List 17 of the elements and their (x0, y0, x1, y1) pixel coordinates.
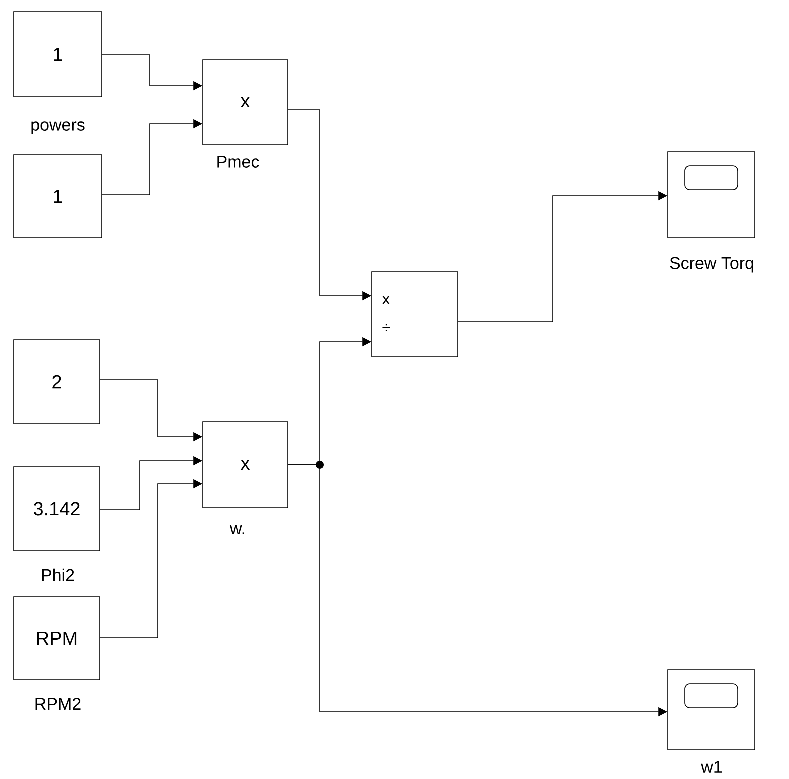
product-block: x (202, 60, 288, 146)
block-label: RPM2 (36, 698, 81, 710)
block-label: Pmec (218, 156, 260, 168)
block-label: Screw Torq (670, 257, 754, 273)
product-block: x (202, 422, 288, 508)
block-label: powers (32, 122, 85, 134)
constant-block: 1 (14, 154, 102, 238)
block-label: w1 (701, 761, 722, 773)
constant-block: 2 (14, 340, 100, 424)
scope-block (668, 152, 756, 238)
constant-block: 1 (14, 12, 102, 98)
product-block: x ÷ (372, 272, 458, 358)
scope-block (668, 670, 756, 750)
block-label: Phi2 (42, 568, 74, 582)
constant-block: 3.142 (14, 466, 100, 552)
constant-block: RPM (14, 596, 100, 680)
block-label: w. (230, 526, 244, 534)
